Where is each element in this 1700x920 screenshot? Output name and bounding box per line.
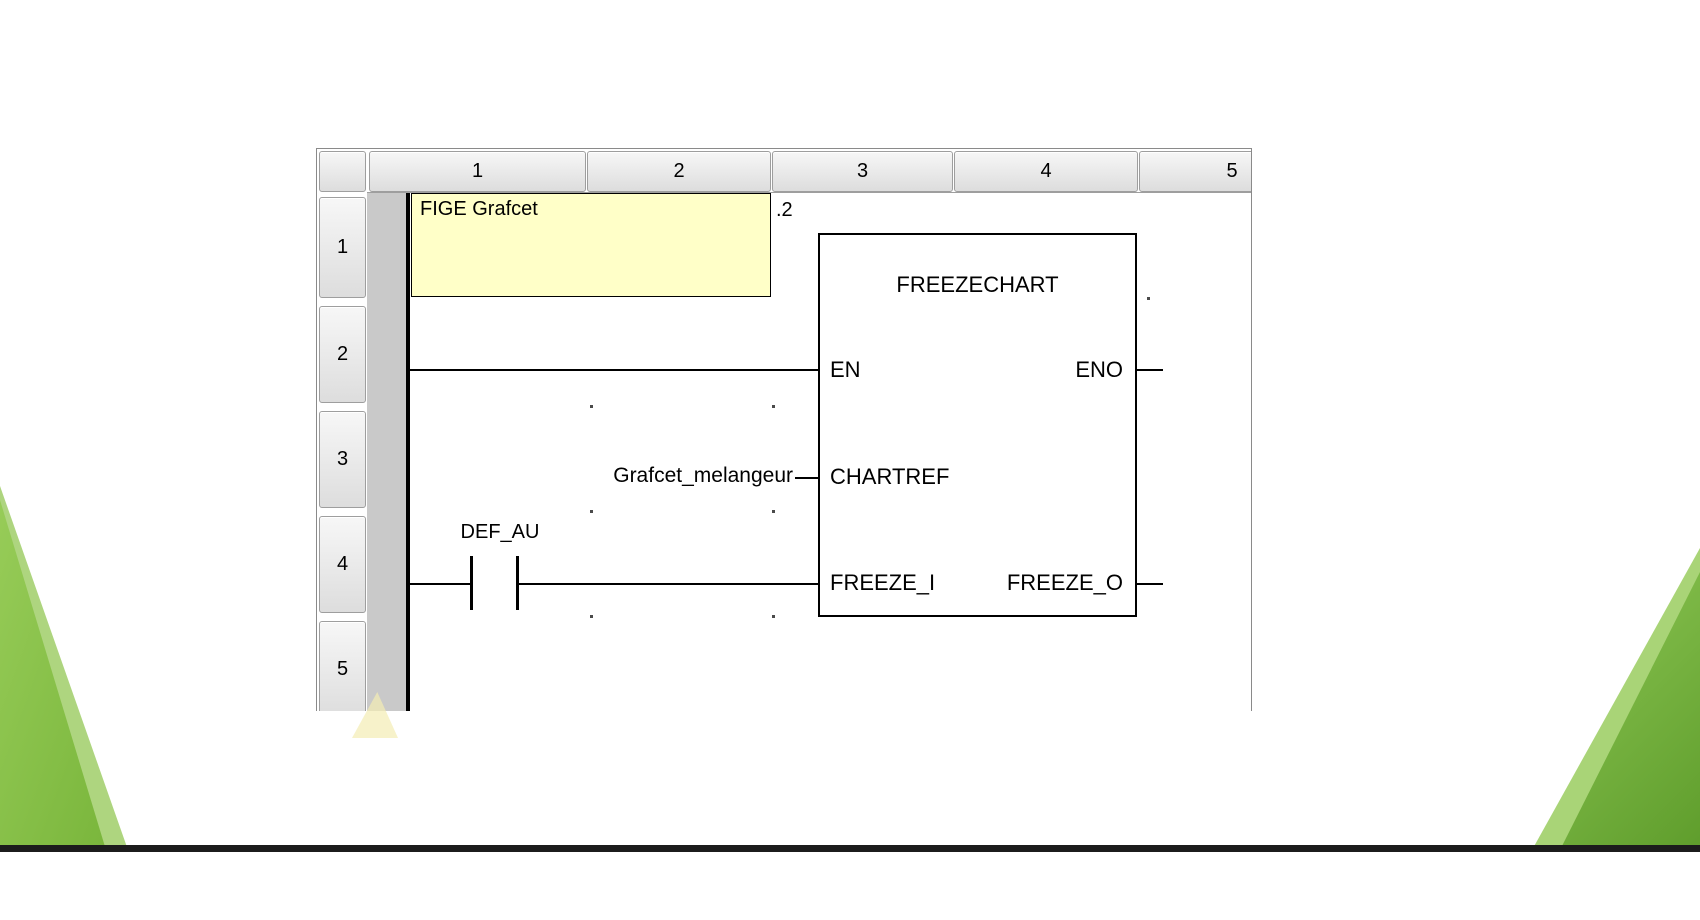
power-rail [406, 193, 410, 711]
header-separator-line [367, 192, 1251, 193]
column-header-3[interactable]: 3 [772, 151, 953, 192]
row-header-3[interactable]: 3 [319, 411, 366, 508]
grid-dot [772, 510, 775, 513]
green-triangle-right [1560, 572, 1700, 850]
corner-cell[interactable] [319, 151, 366, 192]
comment-box[interactable]: FIGE Grafcet [411, 193, 771, 297]
comment-text: FIGE Grafcet [420, 198, 538, 220]
pin-freeze-i: FREEZE_I [830, 570, 936, 595]
pin-chartref: CHARTREF [830, 464, 950, 489]
bottom-divider-bar [0, 845, 1700, 852]
wire-freeze-o [1137, 583, 1163, 585]
operand-chartref[interactable]: Grafcet_melangeur [613, 464, 793, 487]
pin-eno: ENO [1075, 357, 1123, 382]
grid-dot [1147, 297, 1150, 300]
wire-freeze-mid [519, 583, 818, 585]
row-header-5[interactable]: 5 [319, 621, 366, 711]
function-block-title: FREEZECHART [896, 272, 1059, 297]
grid-dot [590, 615, 593, 618]
wire-chartref [795, 477, 818, 479]
contact-icon[interactable] [516, 556, 519, 610]
pin-freeze-o: FREEZE_O [1006, 570, 1123, 595]
pin-en: EN [830, 357, 861, 382]
wire-eno [1137, 369, 1163, 371]
ladder-editor-grid: 1 2 3 4 5 1 2 3 4 5 FIGE Grafcet .2 [316, 148, 1252, 711]
wire-freeze-left [408, 583, 471, 585]
contact-icon[interactable] [470, 556, 473, 610]
function-block[interactable]: FREEZECHART EN ENO CHARTREF FREEZE_I FRE… [818, 233, 1137, 617]
contact-label: DEF_AU [460, 521, 540, 543]
grid-dot [772, 615, 775, 618]
grid-dot [772, 405, 775, 408]
column-header-4[interactable]: 4 [954, 151, 1138, 192]
row-header-2[interactable]: 2 [319, 306, 366, 403]
column-header-2[interactable]: 2 [587, 151, 771, 192]
row-header-1[interactable]: 1 [319, 197, 366, 298]
row-header-4[interactable]: 4 [319, 516, 366, 613]
column-header-1[interactable]: 1 [369, 151, 586, 192]
grid-dot [590, 405, 593, 408]
margin-strip [367, 193, 406, 711]
column-header-5[interactable]: 5 [1139, 151, 1251, 192]
green-triangle-left [0, 500, 106, 850]
block-instance-label: .2 [776, 199, 793, 221]
grid-dot [590, 510, 593, 513]
wire-en [408, 369, 818, 371]
